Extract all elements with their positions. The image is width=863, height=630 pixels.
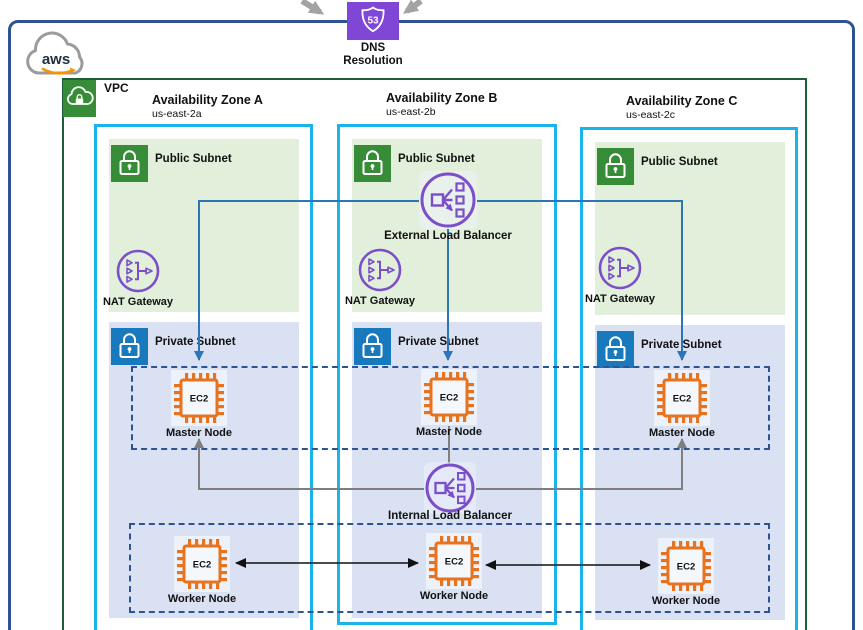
zone-b-heading: Availability Zone B us-east-2b	[386, 91, 497, 118]
master-node-c-label: Master Node	[648, 427, 716, 439]
zone-a-heading: Availability Zone A us-east-2a	[152, 93, 263, 120]
nat-gateway-icon	[115, 248, 161, 294]
public-subnet-b-label: Public Subnet	[398, 153, 475, 165]
svg-text:EC2: EC2	[190, 394, 208, 405]
ec2-master-b-icon: EC2	[421, 369, 477, 425]
master-nodes-group	[131, 366, 770, 450]
nat-gateway-b-label: NAT Gateway	[344, 295, 416, 307]
public-subnet-a-label: Public Subnet	[155, 153, 232, 165]
internal-load-balancer-icon	[424, 462, 476, 514]
availability-zone-a-box	[94, 124, 313, 630]
ec2-worker-a-icon: EC2	[174, 536, 230, 592]
zone-b-title: Availability Zone B	[386, 91, 498, 105]
vpc-icon	[63, 80, 96, 117]
private-subnet-lock-icon	[111, 328, 148, 365]
external-load-balancer-label: External Load Balancer	[384, 230, 512, 242]
ec2-worker-c-icon: EC2	[658, 538, 714, 594]
nat-gateway-icon	[357, 247, 403, 293]
zone-a-subtitle: us-east-2a	[152, 108, 202, 120]
nat-gateway-a-label: NAT Gateway	[102, 296, 174, 308]
ec2-master-c-icon: EC2	[654, 370, 710, 426]
svg-text:EC2: EC2	[445, 557, 463, 568]
svg-text:EC2: EC2	[677, 562, 695, 573]
aws-logo-text: aws	[42, 51, 70, 68]
worker-node-c-label: Worker Node	[651, 595, 721, 607]
svg-text:EC2: EC2	[193, 560, 211, 571]
private-subnet-lock-icon	[597, 331, 634, 368]
aws-cloud-boundary	[8, 20, 855, 630]
availability-zone-c-box	[580, 127, 798, 630]
availability-zone-b-box	[337, 124, 557, 625]
svg-text:EC2: EC2	[673, 394, 691, 405]
master-node-a-label: Master Node	[165, 427, 233, 439]
public-subnet-c-label: Public Subnet	[641, 156, 718, 168]
route53-badge: 53	[367, 16, 379, 27]
public-subnet-lock-icon	[111, 145, 148, 182]
vpc-boundary	[62, 78, 807, 630]
worker-node-b-label: Worker Node	[419, 590, 489, 602]
worker-nodes-group	[129, 523, 770, 613]
public-subnet-lock-icon	[354, 145, 391, 182]
internal-load-balancer-label: Internal Load Balancer	[388, 510, 512, 522]
ec2-master-a-icon: EC2	[171, 370, 227, 426]
zone-a-title: Availability Zone A	[152, 93, 263, 107]
worker-node-a-label: Worker Node	[167, 593, 237, 605]
nat-gateway-c-label: NAT Gateway	[584, 293, 656, 305]
public-subnet-lock-icon	[597, 148, 634, 185]
zone-b-subtitle: us-east-2b	[386, 106, 436, 118]
private-subnet-c-label: Private Subnet	[641, 339, 722, 351]
zone-c-title: Availability Zone C	[626, 94, 738, 108]
aws-cloud-logo: aws	[18, 28, 96, 86]
svg-text:EC2: EC2	[440, 393, 458, 404]
zone-c-heading: Availability Zone C us-east-2c	[626, 94, 737, 121]
ec2-worker-b-icon: EC2	[426, 533, 482, 589]
private-subnet-b-label: Private Subnet	[398, 336, 479, 348]
private-subnet-a-label: Private Subnet	[155, 336, 236, 348]
dns-resolution-label: DNS Resolution	[343, 42, 403, 67]
external-load-balancer-icon	[419, 171, 477, 229]
vpc-label: VPC	[104, 81, 129, 95]
private-subnet-lock-icon	[354, 328, 391, 365]
nat-gateway-icon	[597, 245, 643, 291]
master-node-b-label: Master Node	[415, 426, 483, 438]
route53-icon: 53	[347, 2, 399, 40]
zone-c-subtitle: us-east-2c	[626, 109, 676, 121]
